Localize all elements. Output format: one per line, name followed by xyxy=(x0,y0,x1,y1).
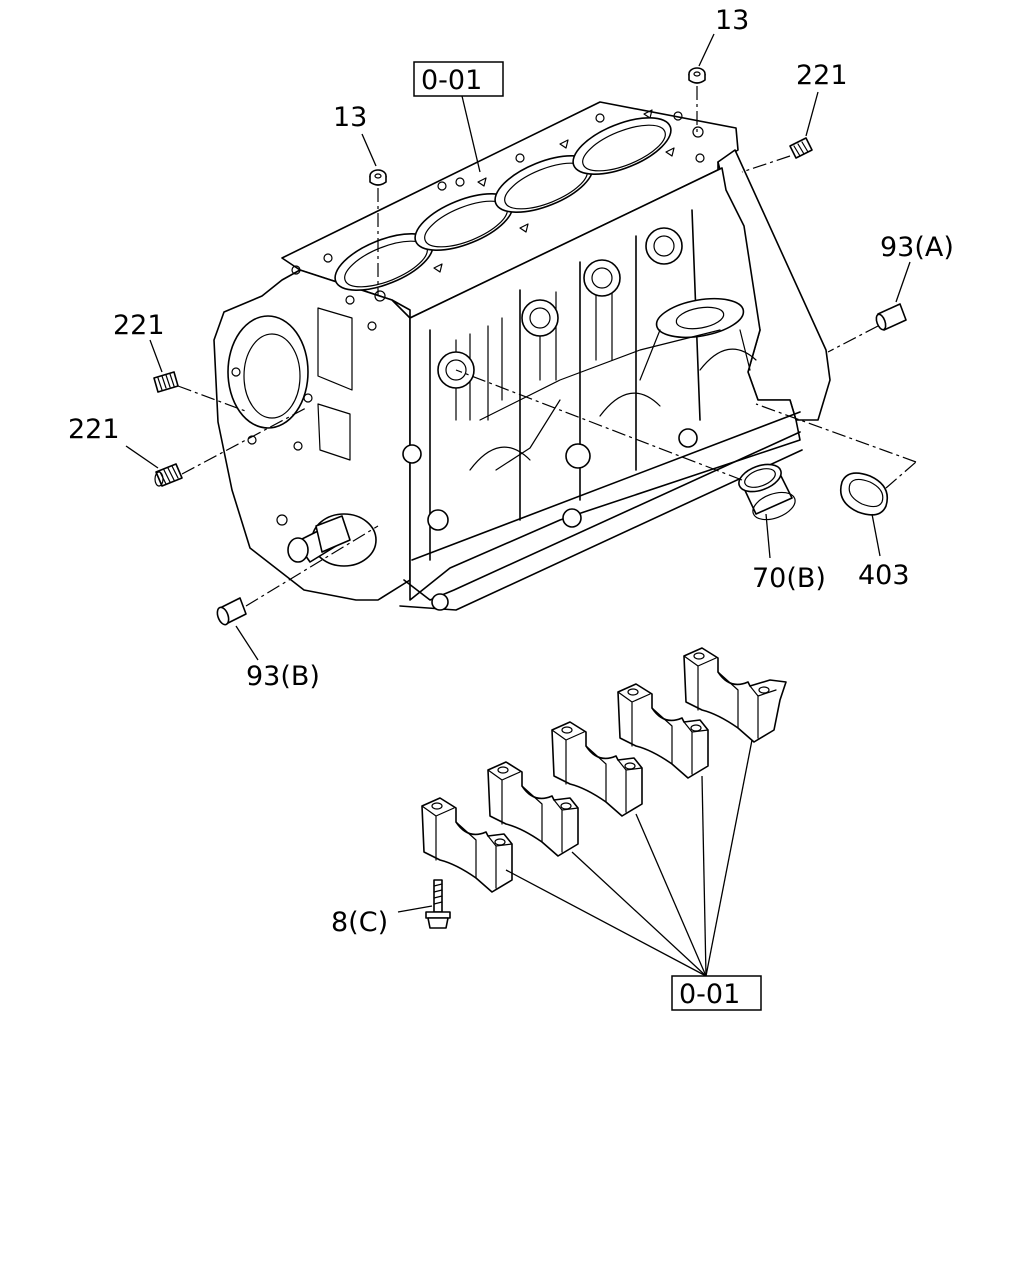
callout-93b: 93(B) xyxy=(246,661,320,692)
part-403-gasket xyxy=(839,472,889,516)
callout-70b: 70(B) xyxy=(752,563,826,594)
bearing-cap-2 xyxy=(487,761,579,857)
callout-13-right: 13 xyxy=(715,5,749,36)
callout-221-left-lower: 221 xyxy=(68,414,120,445)
ref-box-top xyxy=(413,61,504,97)
callout-221-top: 221 xyxy=(796,60,848,91)
bearing-cap-4 xyxy=(617,683,709,779)
part-70b-bushing xyxy=(738,463,796,521)
callout-13-left: 13 xyxy=(333,102,367,133)
part-93b-dowel xyxy=(216,597,247,626)
callout-labels: 0-01 13 13 221 221 221 93(A) 93(B) 70(B)… xyxy=(68,5,954,1011)
callout-8c: 8(C) xyxy=(331,907,388,938)
bearing-cap-5 xyxy=(683,647,787,743)
part-93a-dowel xyxy=(875,303,907,331)
part-221-left-upper-plug xyxy=(153,371,179,393)
leader-lines xyxy=(125,33,917,977)
ref-label-bottom: 0-01 xyxy=(679,979,740,1010)
ref-label-top: 0-01 xyxy=(421,65,482,96)
callout-403: 403 xyxy=(858,560,910,591)
bearing-cap-3 xyxy=(551,721,643,817)
part-8c-bolt xyxy=(425,879,451,929)
part-13-left-plug xyxy=(369,169,387,186)
bearing-cap-1 xyxy=(421,797,513,893)
cylinder-block xyxy=(213,101,831,611)
part-221-left-lower-plug xyxy=(154,463,183,487)
main-bearing-caps xyxy=(421,647,787,893)
callout-93a: 93(A) xyxy=(880,232,954,263)
ref-box-bottom xyxy=(671,975,762,1011)
part-221-top-plug xyxy=(789,137,813,159)
part-13-right-plug xyxy=(688,67,706,84)
callout-221-left-upper: 221 xyxy=(113,310,165,341)
